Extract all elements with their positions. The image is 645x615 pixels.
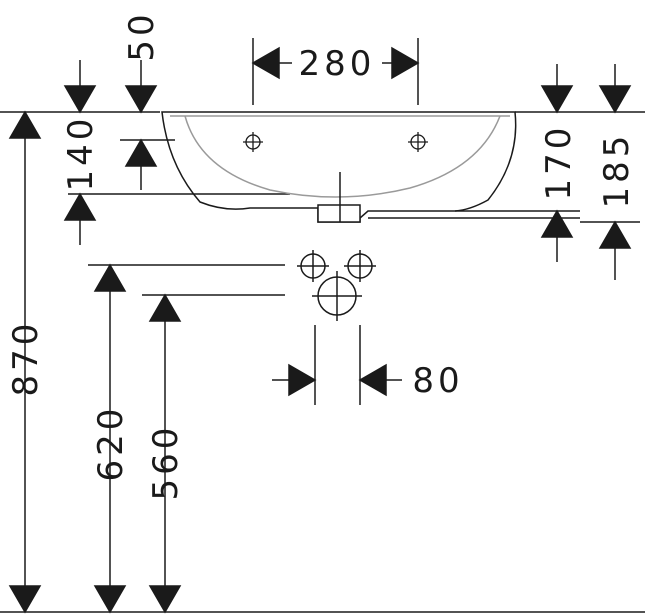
arrow-280-right [391, 46, 420, 80]
label-front-height: 170 [539, 124, 579, 201]
label-total-front-height: 185 [597, 132, 637, 209]
connection-symbols [297, 250, 376, 321]
dimension-labels: 870 620 560 140 50 170 185 280 80 [6, 10, 637, 500]
arrow-140-bottom [63, 192, 97, 221]
arrow-620-bottom [93, 585, 127, 614]
arrow-560-bottom [148, 585, 182, 614]
supply-right-icon [344, 250, 376, 282]
arrow-80-left [288, 363, 317, 397]
arrow-185-bottom [598, 220, 632, 249]
drain-outlet [317, 204, 361, 223]
arrow-870-top [8, 110, 42, 139]
arrow-560-top [148, 293, 182, 322]
label-bowl-depth: 140 [61, 115, 101, 192]
arrow-170-bottom [540, 209, 574, 238]
arrow-185-top [598, 85, 632, 114]
arrow-170-top [540, 85, 574, 114]
dimension-lines [8, 46, 640, 614]
arrow-140-top [63, 85, 97, 114]
label-supply-height: 620 [91, 405, 131, 482]
arrow-80-right [358, 363, 387, 397]
washbasin-body [161, 111, 517, 223]
arrow-50-bottom [124, 138, 158, 167]
arrow-280-left [251, 46, 280, 80]
tap-holes [243, 132, 428, 152]
drain-connection-icon [312, 271, 362, 321]
tap-hole-left-icon [243, 132, 263, 152]
arrow-870-bottom [8, 585, 42, 614]
arrow-620-top [93, 263, 127, 292]
label-overall-height: 870 [6, 320, 46, 397]
tap-hole-right-icon [408, 132, 428, 152]
label-drain-spacing: 80 [412, 361, 463, 401]
supply-left-icon [297, 250, 329, 282]
label-rim-offset: 50 [122, 10, 162, 61]
label-drain-height: 560 [146, 424, 186, 501]
label-tap-hole-spacing: 280 [299, 44, 376, 84]
basin-inner-bowl [184, 115, 501, 198]
arrow-50-top [124, 85, 158, 114]
